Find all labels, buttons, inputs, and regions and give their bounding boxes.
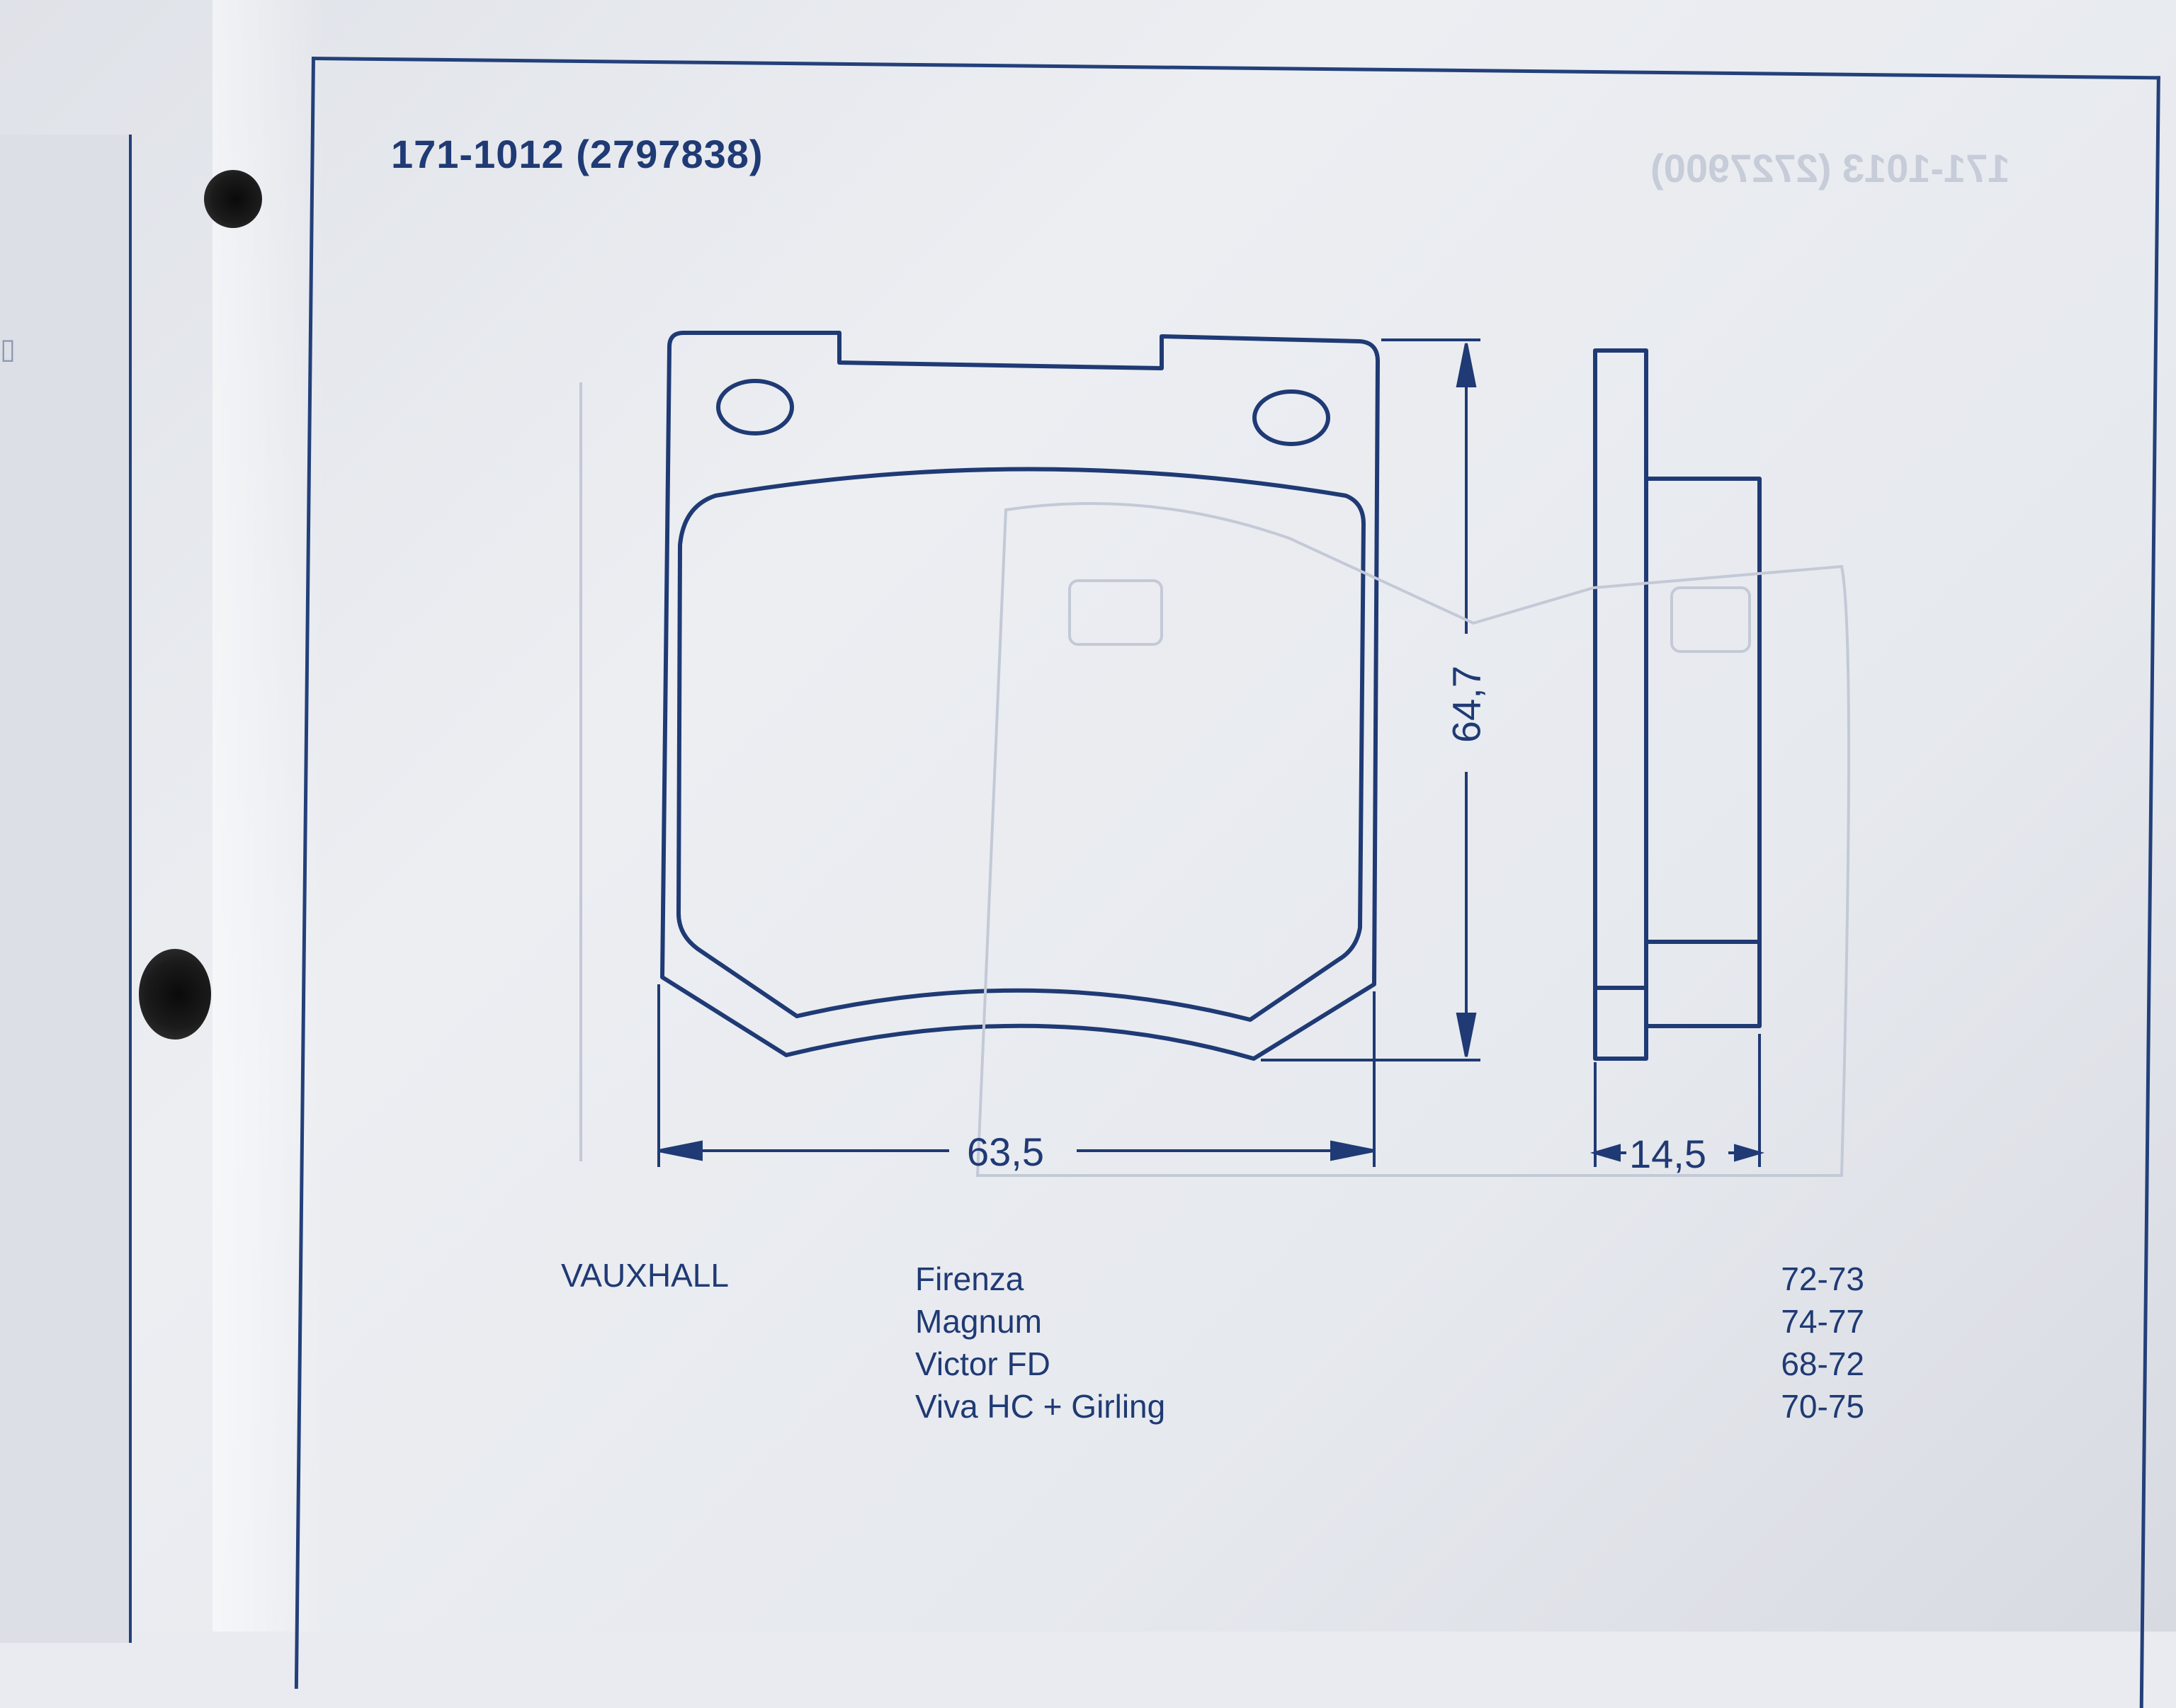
facing-page-edge: ▯ (0, 135, 132, 1643)
brake-pad-drawing (579, 331, 1850, 1177)
backing-plate-outline (660, 331, 1380, 1061)
paper-background (0, 0, 2176, 1632)
friction-material-outline (676, 467, 1366, 1022)
dimension-thickness-label: 14,5 (1629, 1132, 1706, 1176)
dimension-height-label: 64,7 (1444, 666, 1489, 743)
model-name: Viva HC + Girling (915, 1388, 1166, 1425)
facing-page-glyph: ▯ (0, 334, 16, 365)
model-name: Magnum (915, 1303, 1042, 1340)
binder-hole-top (204, 170, 262, 228)
model-name: Victor FD (915, 1345, 1050, 1382)
dimension-width-label: 63,5 (967, 1129, 1044, 1174)
list-item: Firenza 72-73 (915, 1258, 1864, 1300)
model-years: 68-72 (1781, 1345, 1864, 1382)
mounting-hole-right (1252, 389, 1330, 446)
vehicle-brand: VAUXHALL (561, 1257, 729, 1294)
part-number-title: 171-1012 (2797838) (391, 132, 764, 176)
mounting-hole-left (716, 379, 794, 435)
model-years: 74-77 (1781, 1303, 1864, 1340)
side-view-friction-layer (1644, 477, 1762, 1028)
model-years: 70-75 (1781, 1388, 1864, 1425)
model-years: 72-73 (1781, 1260, 1864, 1297)
model-name: Firenza (915, 1260, 1024, 1297)
list-item: Magnum 74-77 (915, 1300, 1864, 1343)
side-view-backing-plate (1593, 348, 1648, 1061)
page-highlight (212, 0, 326, 1632)
application-list: Firenza 72-73 Magnum 74-77 Victor FD 68-… (915, 1258, 1864, 1428)
list-item: Victor FD 68-72 (915, 1343, 1864, 1385)
binder-hole-bottom (139, 949, 211, 1040)
list-item: Viva HC + Girling 70-75 (915, 1385, 1864, 1428)
